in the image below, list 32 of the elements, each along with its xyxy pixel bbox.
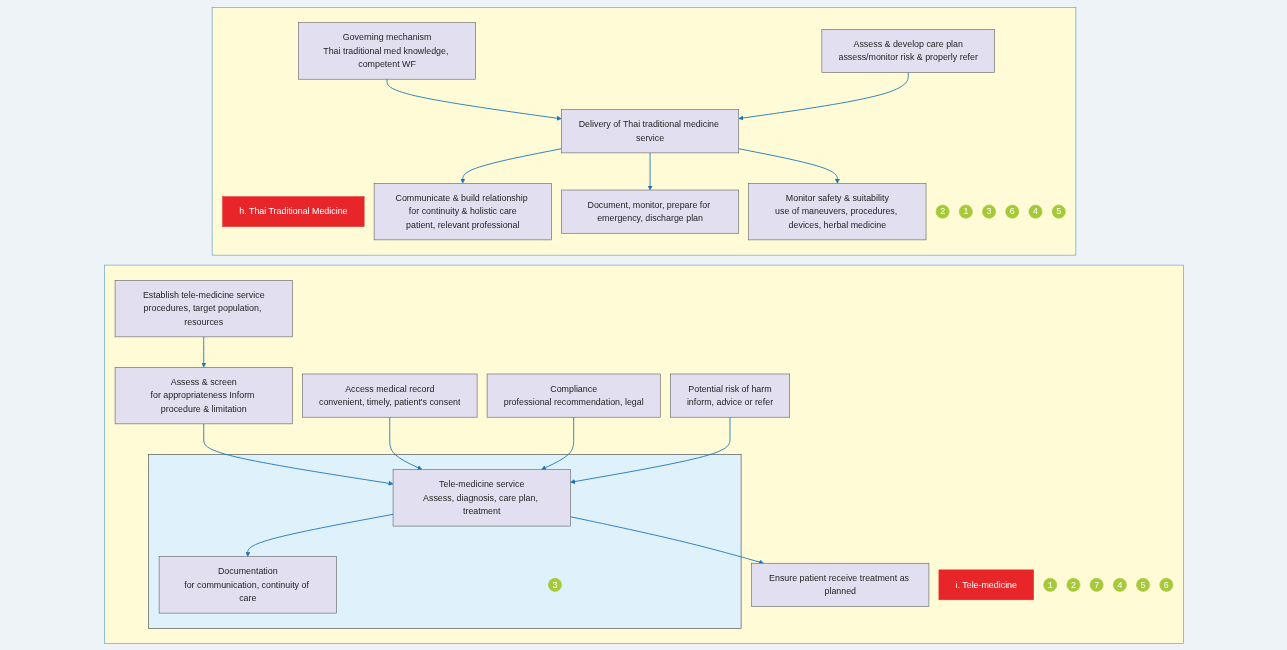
node-circle: 4 [1112,577,1127,592]
node-circle: 4 [1028,204,1042,219]
cluster [103,264,1184,644]
node-box: Ensure patient receive treatment as planned [750,562,929,607]
node-circle: 1 [1042,577,1057,592]
node-circle: 3 [547,577,562,592]
node-box: Document, monitor, prepare for emergency, discharge plan [560,189,739,233]
node-box: Governing mechanism Thai traditional med knowledge, competent WF [297,21,476,79]
node-box: Assess & screen for appropriateness Inform procedure & limitation [114,366,293,424]
node-circle: 5 [1051,204,1066,219]
node-box: Monitor safety & suitability use of maneuvers, procedures, devices, herbal medicine [747,182,926,240]
node-box: Delivery of Thai traditional medicine service [560,108,739,153]
node-circle: 6 [1004,204,1019,219]
node-box: Access medical record convenient, timely, patient's consent [301,373,477,417]
node-circle: 1 [958,204,973,219]
node-circle: 5 [1135,577,1150,592]
node-circle: 2 [935,204,950,219]
node-box: Communicate & build relationship for continuity & holistic care patient, relevant professional [373,182,552,240]
node-box: Assess & develop care plan assess/monitor risk & properly refer [821,28,995,73]
node-box: h. Thai Traditional Medicine [221,195,364,227]
node-circle: 3 [981,204,996,219]
node-circle: 6 [1158,577,1173,592]
node-box: Tele-medicine service Assess, diagnosis, care plan, treatment [392,468,571,526]
node-circle: 7 [1089,577,1104,592]
node-box: Compliance professional recommendation, legal [486,373,661,417]
node-box: Establish tele-medicine service procedures, target population, resources [114,279,293,337]
cluster [147,453,741,629]
cluster [211,6,1076,255]
node-box: Potential risk of harm inform, advice or refer [669,373,790,417]
node-box: i. Tele-medicine [938,569,1034,600]
node-box: Documentation for communication, continuity of care [158,555,337,613]
node-circle: 2 [1066,577,1080,592]
